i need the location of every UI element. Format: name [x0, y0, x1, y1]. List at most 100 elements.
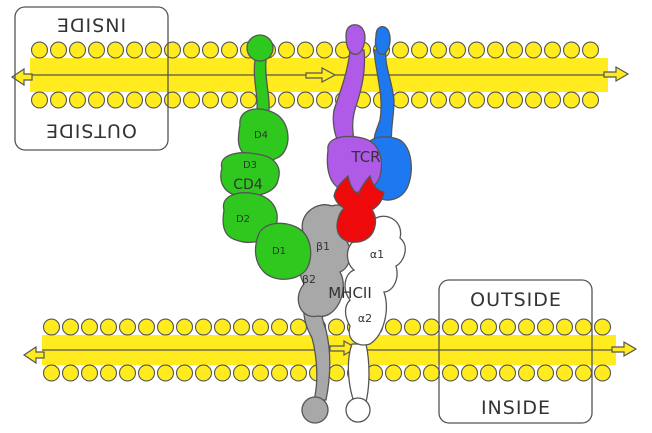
bottom-lipid-outer-head	[536, 318, 555, 336]
top-lipid-outer-head	[543, 41, 562, 59]
bottom-lipid-inner-head	[403, 364, 422, 382]
top-lipid-inner-head	[315, 91, 334, 109]
bottom-lipid-inner-head	[593, 364, 612, 382]
beta1-label: β1	[316, 240, 330, 253]
bottom-lipid-inner-head	[213, 364, 232, 382]
bottom-lipid-inner-head	[156, 364, 175, 382]
bottom-lipid-inner-head	[479, 364, 498, 382]
top-lipid-inner-head	[125, 91, 144, 109]
bottom-lipid-inner-head	[289, 364, 308, 382]
top-lipid-inner-head	[49, 91, 68, 109]
top-lipid-inner-head	[486, 91, 505, 109]
bottom-lipid-inner-head	[61, 364, 80, 382]
top-membrane-arrow-right	[603, 65, 630, 83]
top-lipid-outer-head	[201, 41, 220, 59]
top-lipid-outer-head	[505, 41, 524, 59]
cd4-d1-label: D1	[272, 246, 286, 257]
bottom-lipid-inner-head	[137, 364, 156, 382]
top-lipid-outer-head	[581, 41, 600, 59]
top-membrane	[10, 41, 630, 109]
cd4-d3-label: D3	[243, 160, 257, 171]
mhc-label: MHCII	[328, 284, 372, 302]
top-lipid-outer-head	[106, 41, 125, 59]
bottom-lipid-outer-head	[460, 318, 479, 336]
bottom-lipid-inner-head	[555, 364, 574, 382]
top-lipid-inner-head	[163, 91, 182, 109]
top-lipid-inner-head	[106, 91, 125, 109]
top-lipid-inner-head	[505, 91, 524, 109]
bottom-lipid-inner-head	[194, 364, 213, 382]
cd4-d3-domain	[220, 152, 280, 198]
top-membrane-arrow-mid	[305, 66, 337, 84]
bottom-lipid-outer-head	[42, 318, 61, 336]
bottom-lipid-outer-head	[384, 318, 403, 336]
bottom-lipid-outer-head	[479, 318, 498, 336]
cd4-d4-domain	[237, 108, 289, 162]
bottom-lipid-outer-head	[232, 318, 251, 336]
bottom-lipid-inner-head	[118, 364, 137, 382]
bottom-lipid-outer-head	[137, 318, 156, 336]
bottom-lipid-outer-head	[175, 318, 194, 336]
bottom-lipid-outer-head	[80, 318, 99, 336]
top-lipid-inner-head	[524, 91, 543, 109]
bottom-box-upper-label: OUTSIDE	[470, 289, 562, 311]
cd4-coreceptor: D4 D3 CD4 D2 D1	[220, 34, 312, 280]
bottom-lipid-outer-head	[422, 318, 441, 336]
top-lipid-outer-head	[163, 41, 182, 59]
alpha1-label: α1	[370, 248, 384, 261]
mhc-beta-anchor	[301, 396, 329, 424]
top-lipid-outer-head	[429, 41, 448, 59]
top-lipid-outer-head	[562, 41, 581, 59]
bottom-membrane-arrow-left	[22, 345, 45, 365]
top-lipid-outer-head	[391, 41, 410, 59]
top-lipid-outer-head	[220, 41, 239, 59]
bottom-lipid-outer-head	[213, 318, 232, 336]
bottom-lipid-outer-head	[517, 318, 536, 336]
mhc-alpha-chain: α1 α2	[344, 215, 406, 423]
top-lipid-outer-head	[410, 41, 429, 59]
top-box-lower-label: OUTSIDE	[45, 120, 137, 142]
bottom-lipid-inner-head	[422, 364, 441, 382]
bottom-lipid-outer-head	[593, 318, 612, 336]
top-lipid-outer-head	[144, 41, 163, 59]
bottom-lipid-inner-head	[232, 364, 251, 382]
top-lipid-inner-head	[543, 91, 562, 109]
bottom-lipid-inner-head	[99, 364, 118, 382]
bottom-lipid-inner-head	[574, 364, 593, 382]
bottom-lipid-outer-head	[99, 318, 118, 336]
top-lipid-inner-head	[144, 91, 163, 109]
bottom-lipid-inner-head	[327, 364, 346, 382]
cd4-d4-label: D4	[254, 130, 268, 141]
top-lipid-inner-head	[220, 91, 239, 109]
mhc-alpha-anchor	[345, 397, 371, 423]
top-lipid-inner-head	[277, 91, 296, 109]
peptide-antigen	[333, 174, 385, 243]
top-lipid-outer-head	[524, 41, 543, 59]
top-lipid-inner-head	[30, 91, 49, 109]
cd4-anchor	[246, 34, 274, 62]
bottom-lipid-outer-head	[270, 318, 289, 336]
bottom-lipid-inner-head	[498, 364, 517, 382]
bottom-label-box: OUTSIDE INSIDE	[438, 279, 593, 424]
top-lipid-inner-head	[68, 91, 87, 109]
alpha2-label: α2	[358, 312, 372, 325]
bottom-lipid-outer-head	[403, 318, 422, 336]
top-box-upper-label: INSIDE	[56, 14, 126, 36]
bottom-lipid-inner-head	[270, 364, 289, 382]
cd4-d2-label: D2	[236, 214, 250, 225]
top-lipid-outer-head	[277, 41, 296, 59]
bottom-lipid-outer-head	[61, 318, 80, 336]
bottom-lipid-outer-head	[289, 318, 308, 336]
top-lipid-inner-head	[429, 91, 448, 109]
bottom-lipid-outer-head	[194, 318, 213, 336]
top-lipid-inner-head	[239, 91, 258, 109]
bottom-lipid-inner-head	[441, 364, 460, 382]
top-lipid-outer-head	[125, 41, 144, 59]
top-lipid-outer-head	[467, 41, 486, 59]
bottom-lipid-outer-head	[327, 318, 346, 336]
top-lipid-inner-head	[448, 91, 467, 109]
top-lipid-inner-head	[562, 91, 581, 109]
cd4-d1-domain	[254, 222, 312, 280]
top-lipid-outer-head	[182, 41, 201, 59]
